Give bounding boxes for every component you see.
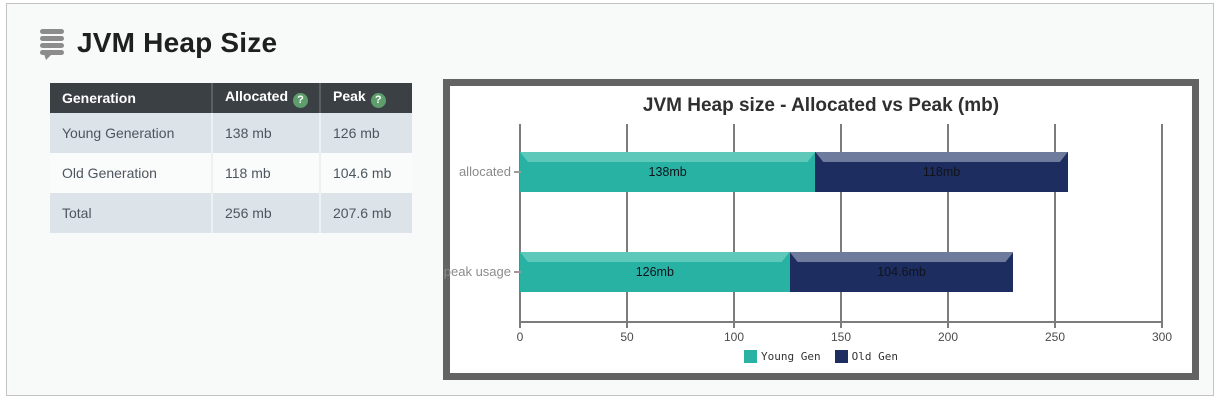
- legend-label: Old Gen: [851, 350, 898, 363]
- column-header-allocated: Allocated?: [211, 83, 320, 113]
- x-tick-label: 100: [723, 330, 745, 344]
- legend-label: Young Gen: [761, 350, 821, 363]
- bar-value-label: 104.6mb: [877, 265, 926, 279]
- category-label: peak usage: [443, 264, 511, 279]
- gridline: [1054, 124, 1056, 321]
- chart-legend: Young Gen Old Gen: [450, 350, 1192, 363]
- x-axis-tick: [519, 321, 521, 328]
- x-axis-tick: [1161, 321, 1163, 328]
- column-header-peak: Peak?: [319, 83, 412, 113]
- legend-swatch: [744, 350, 758, 363]
- x-tick-label: 150: [830, 330, 852, 344]
- bar-segment-young-gen[interactable]: 138mb: [520, 152, 816, 192]
- gridline: [840, 124, 842, 321]
- bar-row-allocated: 138mb 118mb: [520, 152, 1068, 192]
- generation-cell: Young Generation: [50, 113, 212, 153]
- bar-segment-old-gen[interactable]: 118mb: [815, 152, 1068, 192]
- x-axis-tick: [733, 321, 735, 328]
- category-label: allocated: [458, 164, 511, 179]
- gridline: [626, 124, 628, 321]
- page-header: JVM Heap Size: [37, 26, 277, 60]
- x-tick-label: 50: [620, 330, 634, 344]
- bar-value-label: 118mb: [922, 165, 961, 179]
- x-axis-tick: [1054, 321, 1056, 328]
- bar-bevel: [815, 152, 1068, 162]
- allocated-cell: 256 mb: [211, 193, 320, 233]
- chart-title: JVM Heap size - Allocated vs Peak (mb): [642, 95, 1000, 116]
- x-axis-tick: [947, 321, 949, 328]
- help-icon[interactable]: ?: [293, 93, 309, 108]
- chart-panel: JVM Heap size - Allocated vs Peak (mb) 0…: [443, 79, 1199, 380]
- bar-segment-young-gen[interactable]: 126mb: [520, 252, 790, 292]
- bar-value-label: 126mb: [635, 265, 674, 279]
- legend-item-old-gen[interactable]: Old Gen: [834, 350, 898, 363]
- category-tick: [514, 171, 521, 173]
- column-header-generation: Generation: [50, 83, 212, 113]
- x-axis-tick: [840, 321, 842, 328]
- gridline: [1161, 124, 1163, 321]
- bar-bevel: [520, 152, 815, 162]
- heap-stack-icon: [40, 29, 64, 60]
- generation-cell: Total: [50, 193, 212, 233]
- x-axis-tick: [626, 321, 628, 328]
- peak-cell: 104.6 mb: [319, 153, 412, 193]
- help-icon[interactable]: ?: [370, 93, 386, 108]
- category-tick: [514, 271, 521, 273]
- x-tick-label: 300: [1151, 330, 1173, 344]
- peak-cell: 207.6 mb: [319, 193, 412, 233]
- bar-bevel: [520, 252, 790, 262]
- x-tick-label: 250: [1044, 330, 1066, 344]
- generation-cell: Old Generation: [50, 153, 212, 193]
- bar-segment-old-gen[interactable]: 104.6mb: [789, 252, 1014, 292]
- legend-item-young-gen[interactable]: Young Gen: [744, 350, 821, 363]
- legend-swatch: [834, 350, 848, 363]
- gridline: [733, 124, 735, 321]
- x-tick-label: 0: [516, 330, 524, 344]
- bar-value-label: 138mb: [648, 165, 687, 179]
- bar-row-peak-usage: 126mb 104.6mb: [520, 252, 1014, 292]
- bar-bevel: [790, 252, 1014, 262]
- gridline: [947, 124, 949, 321]
- peak-cell: 126 mb: [319, 113, 412, 153]
- allocated-cell: 118 mb: [211, 153, 320, 193]
- gridline: [519, 124, 521, 321]
- page-title: JVM Heap Size: [77, 27, 278, 58]
- allocated-cell: 138 mb: [211, 113, 320, 153]
- plot-area: 0 50 100 150 200 250 300 138mb 118mb allocated 126…: [444, 124, 1172, 344]
- x-tick-label: 200: [937, 330, 959, 344]
